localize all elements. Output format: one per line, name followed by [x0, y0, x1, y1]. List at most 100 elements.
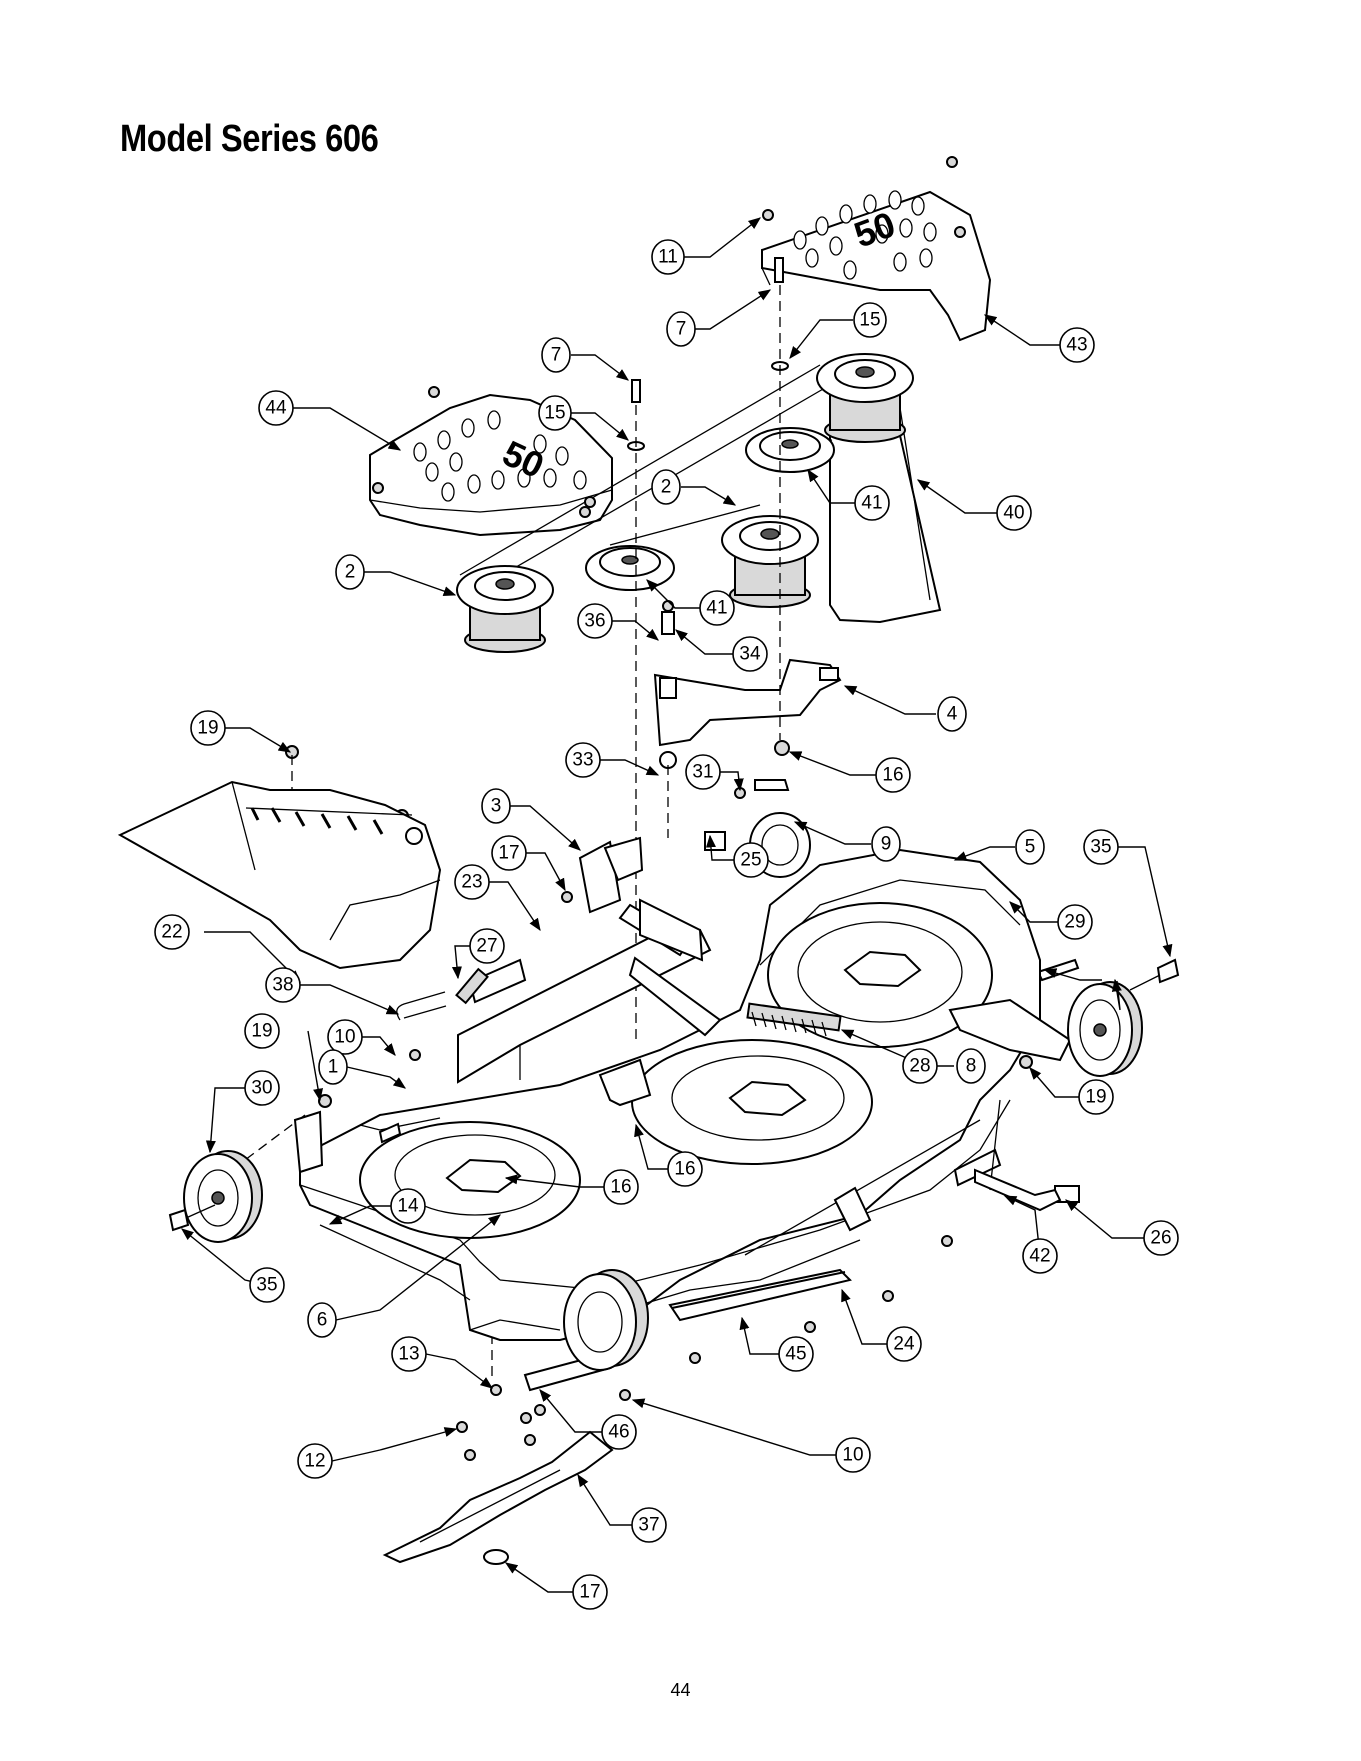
callout-24: 24	[887, 1327, 921, 1361]
svg-text:34: 34	[739, 644, 761, 665]
callout-33: 33	[566, 743, 600, 777]
callout-22: 22	[155, 915, 189, 949]
center-spindle	[722, 516, 818, 607]
callout-40: 40	[997, 496, 1031, 530]
svg-text:16: 16	[882, 765, 903, 786]
svg-text:41: 41	[706, 598, 727, 619]
callout-17: 17	[492, 836, 526, 870]
callout-42: 42	[1023, 1239, 1057, 1273]
svg-text:10: 10	[842, 1445, 863, 1466]
callout-28: 28	[903, 1049, 937, 1083]
svg-text:14: 14	[397, 1196, 419, 1217]
svg-text:35: 35	[1090, 837, 1111, 858]
svg-text:30: 30	[251, 1078, 272, 1099]
svg-text:6: 6	[317, 1310, 328, 1331]
svg-text:45: 45	[785, 1344, 806, 1365]
callout-41: 41	[855, 486, 889, 520]
svg-text:26: 26	[1150, 1228, 1171, 1249]
callout-8: 8	[957, 1049, 985, 1083]
svg-text:2: 2	[661, 477, 672, 498]
left-spindle	[457, 566, 553, 652]
svg-text:15: 15	[544, 403, 565, 424]
callout-7: 7	[667, 312, 695, 346]
svg-text:41: 41	[861, 493, 882, 514]
svg-text:37: 37	[638, 1515, 659, 1536]
callout-13: 13	[392, 1337, 426, 1371]
callout-25: 25	[734, 843, 768, 877]
svg-text:31: 31	[692, 762, 713, 783]
callout-6: 6	[308, 1303, 336, 1337]
callout-5: 5	[1016, 830, 1044, 864]
svg-text:1: 1	[328, 1057, 339, 1078]
callout-15: 15	[539, 396, 571, 430]
svg-text:12: 12	[304, 1451, 325, 1472]
callout-9: 9	[872, 827, 900, 861]
svg-text:17: 17	[579, 1582, 600, 1603]
svg-text:2: 2	[345, 562, 356, 583]
svg-text:13: 13	[398, 1344, 419, 1365]
callout-44: 44	[259, 391, 293, 425]
callout-30: 30	[245, 1071, 279, 1105]
svg-text:15: 15	[859, 310, 880, 331]
right-spindle	[817, 354, 913, 442]
callout-34: 34	[733, 637, 767, 671]
gauge-wheel-front	[564, 1270, 648, 1370]
callout-7: 7	[542, 338, 570, 372]
page-number: 44	[0, 1680, 1361, 1701]
svg-text:16: 16	[610, 1177, 631, 1198]
idler-bracket	[655, 660, 840, 745]
svg-text:19: 19	[1085, 1087, 1106, 1108]
callout-31: 31	[686, 755, 720, 789]
callout-15: 15	[854, 303, 886, 337]
callout-27: 27	[470, 929, 504, 963]
callout-23: 23	[455, 865, 489, 899]
svg-text:3: 3	[491, 796, 502, 817]
svg-text:22: 22	[161, 922, 182, 943]
svg-text:16: 16	[674, 1159, 695, 1180]
callout-17: 17	[573, 1575, 607, 1609]
callout-41: 41	[700, 591, 734, 625]
callout-19: 19	[245, 1014, 279, 1048]
callout-35: 35	[250, 1268, 284, 1302]
callout-16: 16	[668, 1152, 702, 1186]
svg-text:19: 19	[197, 718, 218, 739]
callout-37: 37	[632, 1508, 666, 1542]
idler-pulley-left	[586, 546, 674, 590]
callout-4: 4	[938, 697, 966, 731]
gauge-wheel-left	[184, 1151, 262, 1242]
svg-text:28: 28	[909, 1056, 930, 1077]
callout-46: 46	[602, 1415, 636, 1449]
svg-text:24: 24	[893, 1334, 915, 1355]
svg-text:40: 40	[1003, 503, 1024, 524]
callout-38: 38	[266, 968, 300, 1002]
left-belt-cover: 50	[370, 395, 612, 535]
callout-29: 29	[1058, 905, 1092, 939]
callout-16: 16	[876, 758, 910, 792]
svg-text:38: 38	[272, 975, 293, 996]
callout-3: 3	[482, 789, 510, 823]
svg-text:8: 8	[966, 1056, 977, 1077]
callout-36: 36	[578, 604, 612, 638]
callout-45: 45	[779, 1337, 813, 1371]
mower-blade	[385, 1432, 612, 1564]
svg-text:29: 29	[1064, 912, 1085, 933]
callout-11: 11	[652, 240, 684, 274]
callout-35: 35	[1084, 830, 1118, 864]
gauge-wheel-right	[1068, 982, 1142, 1076]
callout-10: 10	[328, 1020, 362, 1054]
svg-text:42: 42	[1029, 1246, 1050, 1267]
svg-text:44: 44	[265, 398, 287, 419]
callout-19: 19	[191, 711, 225, 745]
svg-text:36: 36	[584, 611, 605, 632]
callout-1: 1	[319, 1050, 347, 1084]
svg-text:7: 7	[676, 319, 687, 340]
svg-text:9: 9	[881, 834, 892, 855]
svg-text:7: 7	[551, 345, 562, 366]
svg-text:43: 43	[1066, 335, 1087, 356]
svg-text:35: 35	[256, 1275, 277, 1296]
svg-text:27: 27	[476, 936, 497, 957]
idler-pulley-right	[746, 428, 834, 472]
callout-2: 2	[336, 555, 364, 589]
callout-43: 43	[1060, 328, 1094, 362]
